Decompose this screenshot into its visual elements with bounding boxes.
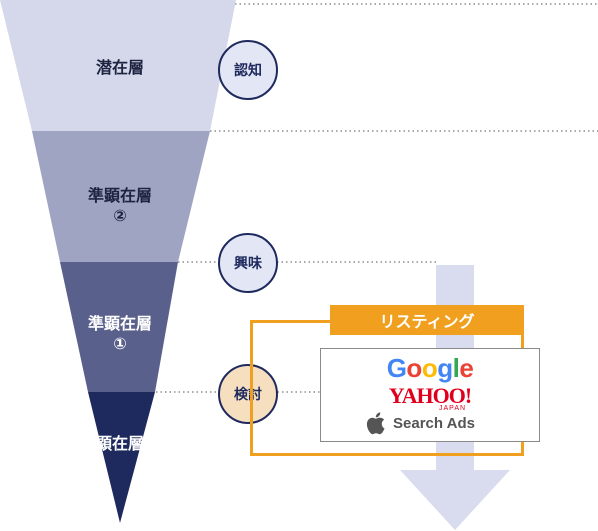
google-logo-letter: o bbox=[406, 353, 422, 383]
google-logo-letter: G bbox=[386, 353, 407, 383]
funnel-layer-latent bbox=[0, 0, 236, 131]
layer-label-semi-1: 準顕在層 ① bbox=[60, 314, 180, 354]
funnel-layer-semi-2 bbox=[32, 131, 210, 262]
layer-label-text: 準顕在層 bbox=[87, 314, 152, 333]
funnel-layer-semi-1 bbox=[60, 262, 178, 392]
layer-label-text: 顕在層 bbox=[95, 434, 144, 453]
layer-label-semi-2: 準顕在層 ② bbox=[60, 186, 180, 226]
layer-label-text: 潜在層 bbox=[95, 58, 144, 77]
apple-search-ads-text: Search Ads bbox=[393, 415, 475, 432]
layer-label-text: 準顕在層 bbox=[87, 186, 152, 205]
layer-label-manifest: 顕在層 bbox=[60, 434, 180, 454]
yahoo-japan-logo: YAHOO! bbox=[321, 383, 539, 409]
apple-icon bbox=[366, 412, 385, 435]
yahoo-logo-text: YAHOO! bbox=[388, 383, 472, 408]
stage-awareness-circle: 認知 bbox=[218, 40, 278, 100]
yahoo-japan-subtext: JAPAN bbox=[439, 405, 467, 412]
stage-label: 検討 bbox=[234, 387, 262, 403]
google-logo-letter: l bbox=[452, 353, 460, 383]
listing-title-text: リスティング bbox=[379, 312, 475, 331]
stage-label: 興味 bbox=[234, 256, 262, 272]
listing-title: リスティング bbox=[330, 305, 524, 335]
google-logo: Google bbox=[321, 353, 539, 384]
search-engine-logos: Google YAHOO! JAPAN Search Ads bbox=[320, 348, 540, 442]
layer-label-number: ① bbox=[113, 334, 127, 353]
google-logo-letter: e bbox=[459, 353, 474, 383]
google-logo-letter: o bbox=[421, 353, 438, 383]
stage-interest-circle: 興味 bbox=[218, 233, 278, 293]
layer-label-latent: 潜在層 bbox=[60, 58, 180, 78]
stage-label: 認知 bbox=[234, 63, 262, 79]
google-logo-letter: g bbox=[437, 353, 453, 383]
layer-label-number: ② bbox=[113, 206, 127, 225]
funnel-layer-manifest bbox=[88, 392, 155, 523]
stage-consideration-circle: 検討 bbox=[218, 364, 278, 424]
